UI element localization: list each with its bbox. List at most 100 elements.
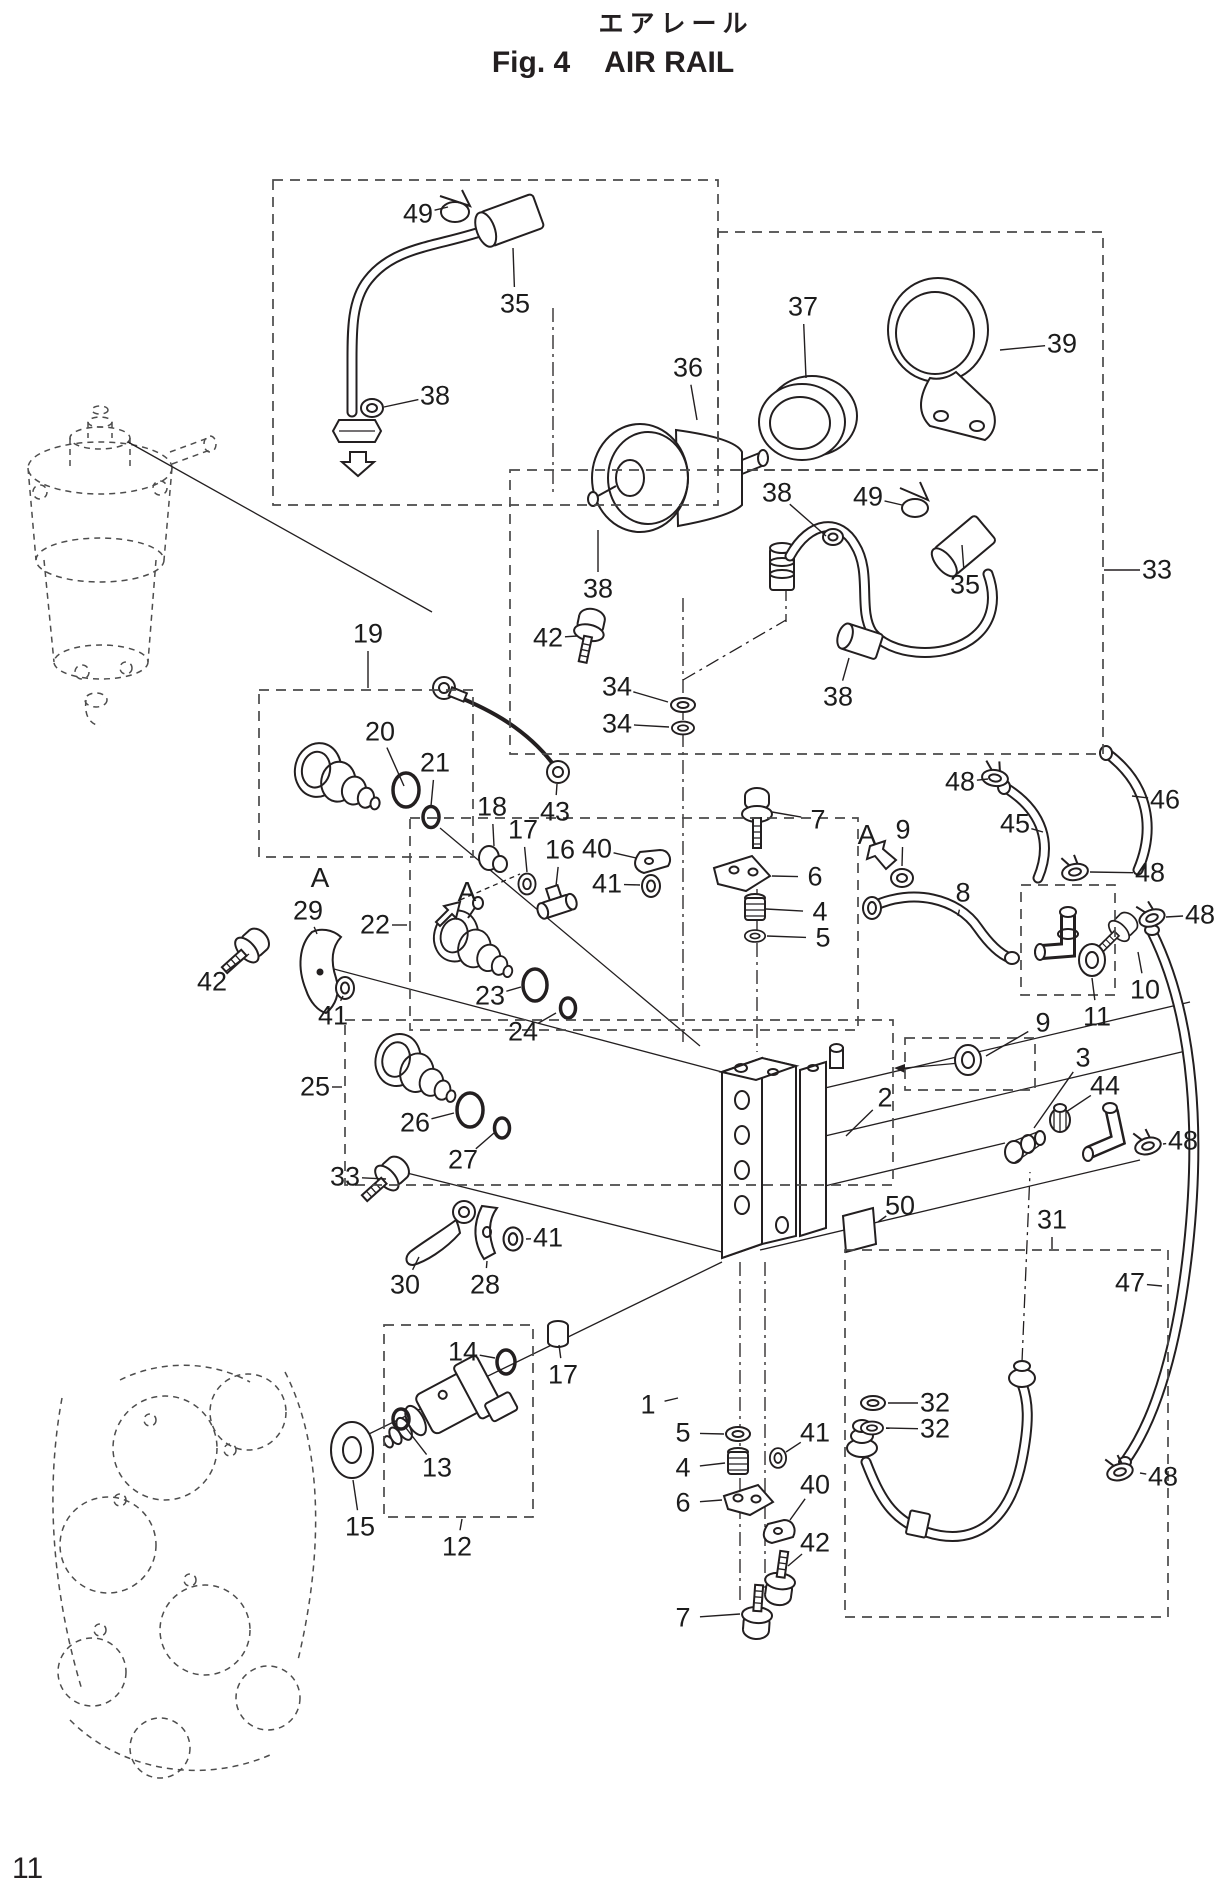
callout-32-74: 32: [919, 1387, 951, 1418]
leader-line-15: [352, 1479, 359, 1511]
vapor-separator-reference-sketch: [27, 405, 217, 727]
leader-line-23: [506, 986, 522, 992]
part-elbow-fitting-top: [1034, 906, 1079, 961]
callout-49-7: 49: [852, 481, 884, 512]
leader-line-14: [479, 1354, 496, 1359]
box-regulator-22: [409, 817, 859, 1031]
leader-line-48: [976, 778, 989, 781]
part-clamp-bracket-39: [887, 277, 996, 442]
part-tie-49-right: [899, 481, 930, 518]
callout-7-73: 7: [675, 1602, 691, 1633]
part-clamp-48-a: [980, 758, 1012, 789]
part-regulator-19: [289, 738, 390, 812]
callout-46-33: 46: [1149, 784, 1181, 815]
part-hose-31: [846, 1360, 1036, 1542]
part-bolt-42-bottom: [760, 1548, 801, 1608]
leader-line-34: [633, 724, 670, 728]
leader-line-36: [690, 384, 698, 421]
callout-28-59: 28: [469, 1269, 501, 1300]
leader-line-9: [901, 846, 904, 867]
figure-number: Fig. 4: [491, 46, 571, 79]
part-lever-30: [405, 1200, 476, 1267]
callout-9-29: 9: [895, 814, 911, 845]
leader-line-50: [877, 1215, 887, 1223]
leader-line-35: [961, 544, 965, 569]
part-regulator-26-assy: [368, 1028, 468, 1104]
axis-lines: [127, 308, 1191, 1600]
callout-32-75: 32: [919, 1413, 951, 1444]
engine-reference-sketch: [52, 1364, 317, 1779]
part-fitting-3: [1004, 1130, 1046, 1164]
part-bushing-41-bottom: [769, 1447, 787, 1469]
leader-line-49: [434, 206, 449, 211]
callout-26-48: 26: [399, 1107, 431, 1138]
leader-line-17: [558, 1344, 562, 1359]
part-air-rail-2: [799, 1043, 844, 1238]
part-cone-18: [478, 845, 508, 873]
leader-line-38: [841, 657, 850, 681]
leader-line-30: [411, 1256, 420, 1271]
callout-A-44: A: [457, 876, 477, 907]
callout-33-57: 33: [329, 1161, 361, 1192]
callout-37-4: 37: [787, 291, 819, 322]
callout-49-0: 49: [402, 198, 434, 229]
part-hose-46: [1099, 745, 1153, 876]
part-fitting-35-right: [930, 515, 996, 578]
leader-line-7: [771, 811, 802, 818]
part-spacer-17-lower: [547, 1320, 569, 1348]
leader-line-6: [771, 875, 799, 878]
callout-41-42: 41: [317, 1000, 349, 1031]
part-tee-16: [536, 883, 578, 920]
part-bushing-41-fork: [335, 976, 355, 1000]
leader-line-13: [405, 1427, 428, 1455]
figure-name: AIR RAIL: [604, 46, 735, 79]
part-washer-32-a: [860, 1395, 886, 1411]
part-oring-14: [495, 1348, 517, 1376]
leader-line-7: [699, 1613, 741, 1618]
leader-line-43: [555, 783, 558, 796]
part-bracket-40-bottom: [762, 1518, 796, 1545]
callout-5-67: 5: [675, 1417, 691, 1448]
callout-41-69: 41: [799, 1417, 831, 1448]
leader-line-35: [512, 247, 516, 288]
part-filter-36: [587, 423, 769, 533]
part-ring-24: [558, 996, 578, 1020]
callout-31-55: 31: [1036, 1204, 1068, 1235]
callout-38-6: 38: [761, 477, 793, 508]
leader-line-9: [985, 1030, 1029, 1057]
leader-line-5: [766, 935, 807, 939]
part-oring-23: [521, 967, 549, 1003]
callout-42-41: 42: [196, 966, 228, 997]
leader-line-12: [459, 1518, 463, 1531]
callout-13-63: 13: [421, 1452, 453, 1483]
leader-line-48: [1139, 1472, 1147, 1475]
callout-36-3: 36: [672, 352, 704, 383]
leader-line-47: [1146, 1283, 1163, 1287]
callout-48-34: 48: [1134, 857, 1166, 888]
part-ring-27: [492, 1116, 512, 1140]
leader-line-4: [765, 908, 804, 912]
callout-15-64: 15: [344, 1511, 376, 1542]
box-regulator-25: [344, 1019, 894, 1186]
part-ring-21: [421, 804, 441, 830]
part-spacer-17: [517, 872, 537, 896]
part-bolt-7-top: [741, 787, 773, 849]
callout-22-43: 22: [359, 909, 391, 940]
callout-40-71: 40: [799, 1469, 831, 1500]
part-grommet-9-rail: [954, 1044, 982, 1076]
leader-line-28: [485, 1260, 488, 1269]
leader-line-17: [523, 846, 528, 873]
part-air-rail-1: [718, 1056, 800, 1260]
part-grommet-9-top: [890, 868, 914, 888]
leader-line-10: [1137, 951, 1143, 974]
leader-line-49: [884, 500, 903, 506]
part-elbow-fitting-lower: [1082, 1102, 1127, 1162]
callout-17-20: 17: [507, 814, 539, 845]
box-clamp-39: [717, 231, 1104, 471]
callout-29-40: 29: [292, 895, 324, 926]
leader-line-21: [430, 779, 435, 807]
callout-48-35: 48: [1184, 899, 1216, 930]
callout-40-22: 40: [581, 833, 613, 864]
leader-line-16: [555, 866, 559, 887]
